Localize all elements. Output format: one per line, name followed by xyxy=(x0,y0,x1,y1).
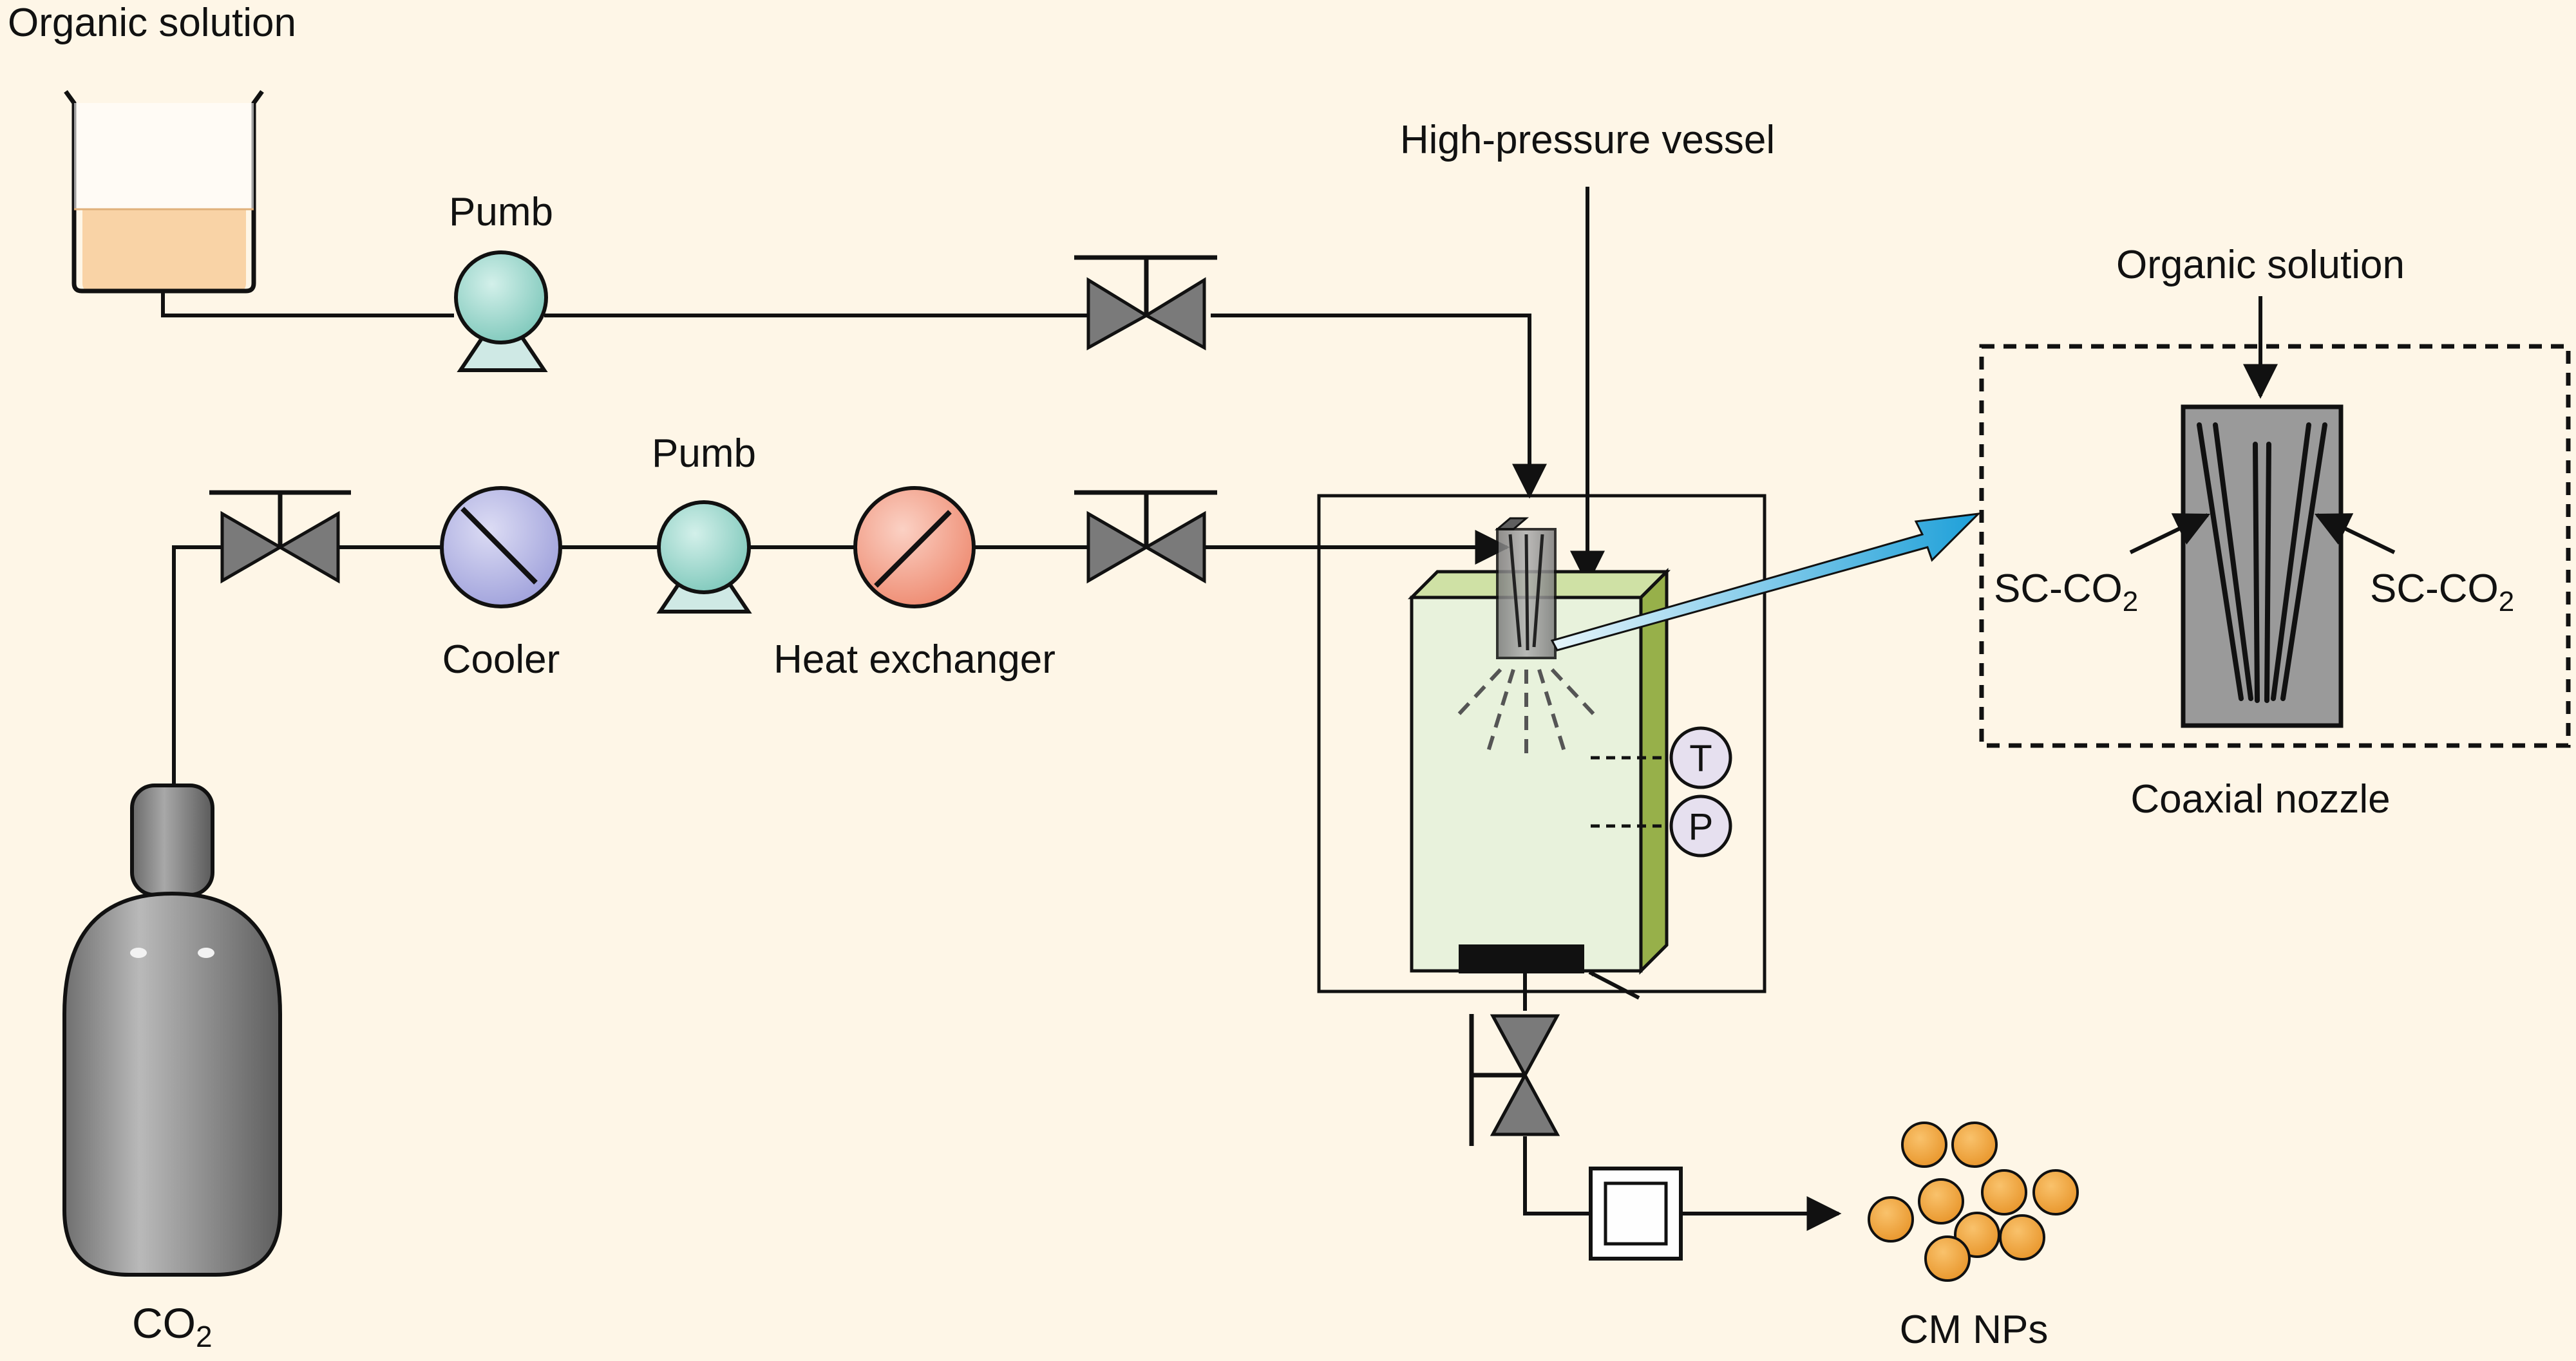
sc-co2-left-arrow xyxy=(2129,513,2211,554)
vessel-body xyxy=(1407,567,1671,975)
coaxial-nozzle-label: Coaxial nozzle xyxy=(2130,777,2390,821)
high-pressure-vessel-label: High-pressure vessel xyxy=(1400,118,1775,162)
organic-solution-beaker xyxy=(64,89,264,294)
vessel-enclosure xyxy=(1317,494,1766,993)
co2-label: CO2 xyxy=(132,1299,213,1353)
coaxial-nozzle-frame xyxy=(1979,344,2571,748)
spray-droplets xyxy=(1454,668,1599,760)
top-pump-label: Pumb xyxy=(449,190,553,234)
co2-pump xyxy=(656,500,752,614)
co2-inlet-valve xyxy=(209,490,351,584)
nozzle-organic-solution-label: Organic solution xyxy=(2116,243,2405,287)
temperature-sensor-label: T xyxy=(1689,738,1712,780)
nanoparticle xyxy=(1981,1169,2027,1216)
organic-solution-label: Organic solution xyxy=(8,1,296,45)
co2-cylinder xyxy=(62,784,282,1277)
sc-co2-left-label: SC-CO2 xyxy=(1994,567,2138,617)
nanoparticle xyxy=(1951,1122,1998,1168)
outlet-line xyxy=(1523,973,1842,1231)
nanoparticle xyxy=(1999,1214,2045,1261)
cooler xyxy=(440,486,562,608)
temperature-sensor xyxy=(1591,726,1732,789)
co2-pump-label: Pumb xyxy=(652,431,756,476)
nanoparticle xyxy=(1918,1178,1964,1225)
outlet-valve xyxy=(1469,1014,1560,1146)
top-pump xyxy=(454,250,548,372)
nanoparticle xyxy=(1868,1196,1914,1243)
filter-pointer-arrow xyxy=(1588,970,1640,1000)
collector-box xyxy=(1589,1167,1683,1261)
pressure-sensor-label: P xyxy=(1689,806,1714,848)
co2-feed-line xyxy=(172,530,1510,785)
pressure-sensor xyxy=(1591,794,1732,858)
nanoparticle xyxy=(1901,1122,1947,1168)
cm-nps-label: CM NPs xyxy=(1900,1308,2049,1352)
nanoparticle xyxy=(1924,1235,1971,1282)
vessel-inlet-valve xyxy=(1074,490,1217,584)
top-feed-line xyxy=(161,290,1547,499)
heat-exchanger xyxy=(853,486,976,608)
coaxial-nozzle xyxy=(2181,404,2344,728)
sc-co2-right-arrow xyxy=(2314,513,2396,554)
sc-co2-right-label: SC-CO2 xyxy=(2370,567,2514,617)
nanoparticle xyxy=(2032,1169,2079,1216)
cm-nanoparticles xyxy=(1868,1122,2079,1282)
top-valve xyxy=(1074,255,1217,351)
heat-exchanger-label: Heat exchanger xyxy=(773,637,1056,682)
vessel-nozzle xyxy=(1494,517,1557,659)
zoom-arrow xyxy=(1550,512,1982,652)
cooler-label: Cooler xyxy=(442,637,560,682)
